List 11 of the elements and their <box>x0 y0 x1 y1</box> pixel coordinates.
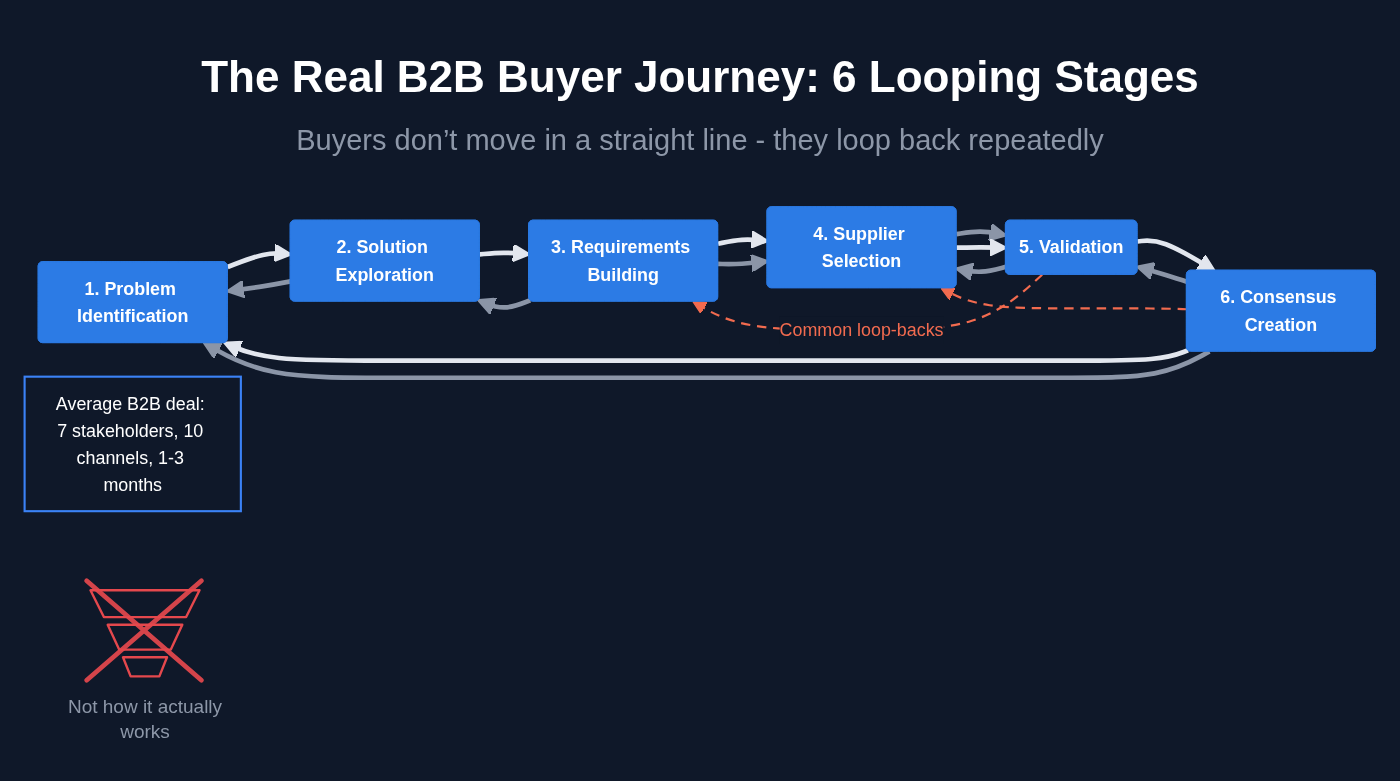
arrow <box>940 287 1187 311</box>
subtitle: Buyers don’t move in a straight line - they loop back repeatedly <box>295 124 1105 157</box>
edge-label: Common loop-backs <box>779 320 944 340</box>
note-text: Not how it actually works <box>66 695 224 744</box>
node-box: Average B2B deal: 7 stakeholders, 10 channels, 1-3 months <box>23 375 242 513</box>
title: The Real B2B Buyer Journey: 6 Looping Stages <box>200 52 1200 102</box>
arrow <box>1135 262 1188 284</box>
arrow <box>222 340 1189 364</box>
arrow <box>476 297 532 316</box>
arrow <box>1137 238 1216 272</box>
arrow <box>202 341 1211 381</box>
